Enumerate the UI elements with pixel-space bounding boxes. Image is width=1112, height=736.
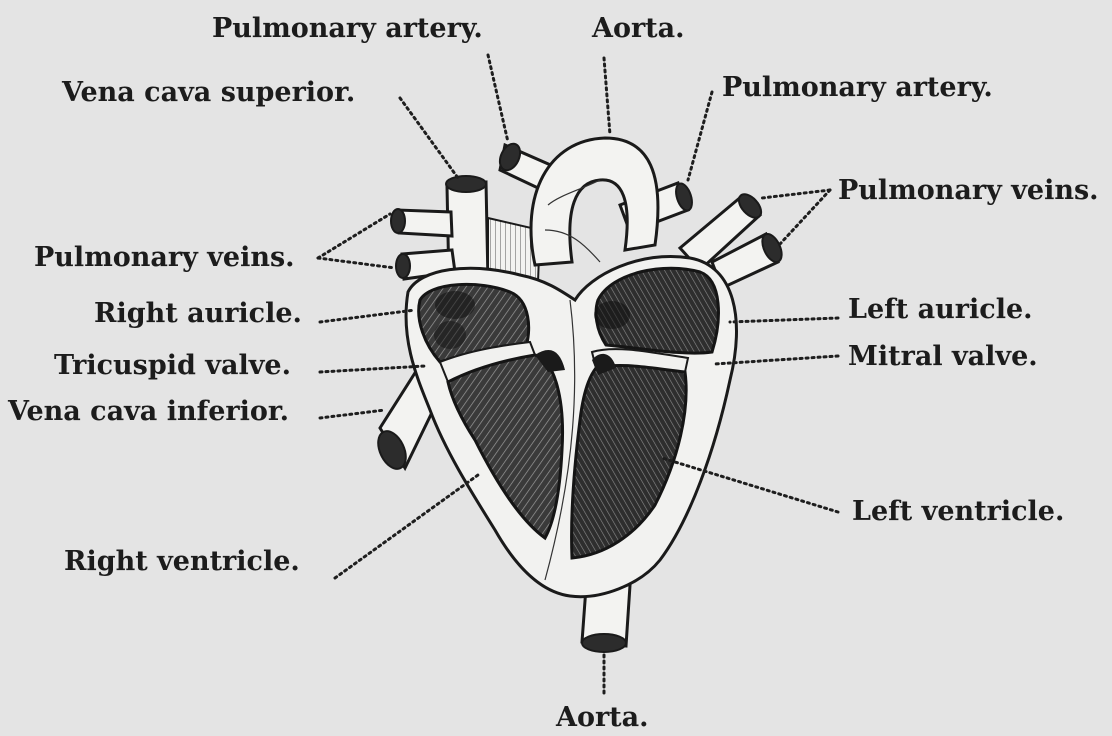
label-pulmonary-artery-top: Pulmonary artery. <box>212 13 483 44</box>
label-right-auricle: Right auricle. <box>94 298 302 329</box>
aortic-arch <box>531 138 658 265</box>
leader-tricuspid-valve <box>320 366 425 372</box>
label-tricuspid-valve: Tricuspid valve. <box>54 350 291 381</box>
heart-body <box>406 256 736 596</box>
label-mitral-valve: Mitral valve. <box>848 341 1038 372</box>
pulmonary-vein-left-upper-opening <box>391 209 405 233</box>
leader-right-auricle <box>320 310 415 322</box>
label-vena-cava-inferior: Vena cava inferior. <box>7 396 289 427</box>
leader-pulmonary-veins-left-b <box>318 258 395 268</box>
leader-vena-cava-inferior <box>320 410 385 418</box>
label-left-auricle: Left auricle. <box>848 294 1033 325</box>
leader-pulmonary-veins-left-a <box>318 214 390 258</box>
aorta-lower-opening <box>582 634 626 652</box>
leader-left-auricle <box>730 318 838 322</box>
leader-aorta-top <box>604 58 610 135</box>
leader-vena-cava-superior <box>400 98 458 178</box>
label-aorta-top: Aorta. <box>591 13 685 44</box>
label-pulmonary-veins-left: Pulmonary veins. <box>34 242 295 273</box>
leader-pulmonary-artery-right <box>688 92 712 180</box>
label-left-ventricle: Left ventricle. <box>852 496 1064 527</box>
vena-cava-superior-opening <box>446 176 486 192</box>
pulmonary-vein-left-upper <box>398 210 452 236</box>
label-right-ventricle: Right ventricle. <box>64 546 300 577</box>
leader-pulmonary-veins-right-b <box>780 190 830 244</box>
label-aorta-bottom: Aorta. <box>555 702 649 733</box>
label-pulmonary-artery-right: Pulmonary artery. <box>722 72 993 103</box>
leader-right-ventricle <box>335 475 478 578</box>
leader-pulmonary-veins-right-a <box>762 190 830 198</box>
pulmonary-vein-left-lower-opening <box>396 254 410 278</box>
label-pulmonary-veins-right: Pulmonary veins. <box>838 175 1099 206</box>
leader-pulmonary-artery-top <box>488 55 508 142</box>
label-vena-cava-superior: Vena cava superior. <box>61 77 355 108</box>
